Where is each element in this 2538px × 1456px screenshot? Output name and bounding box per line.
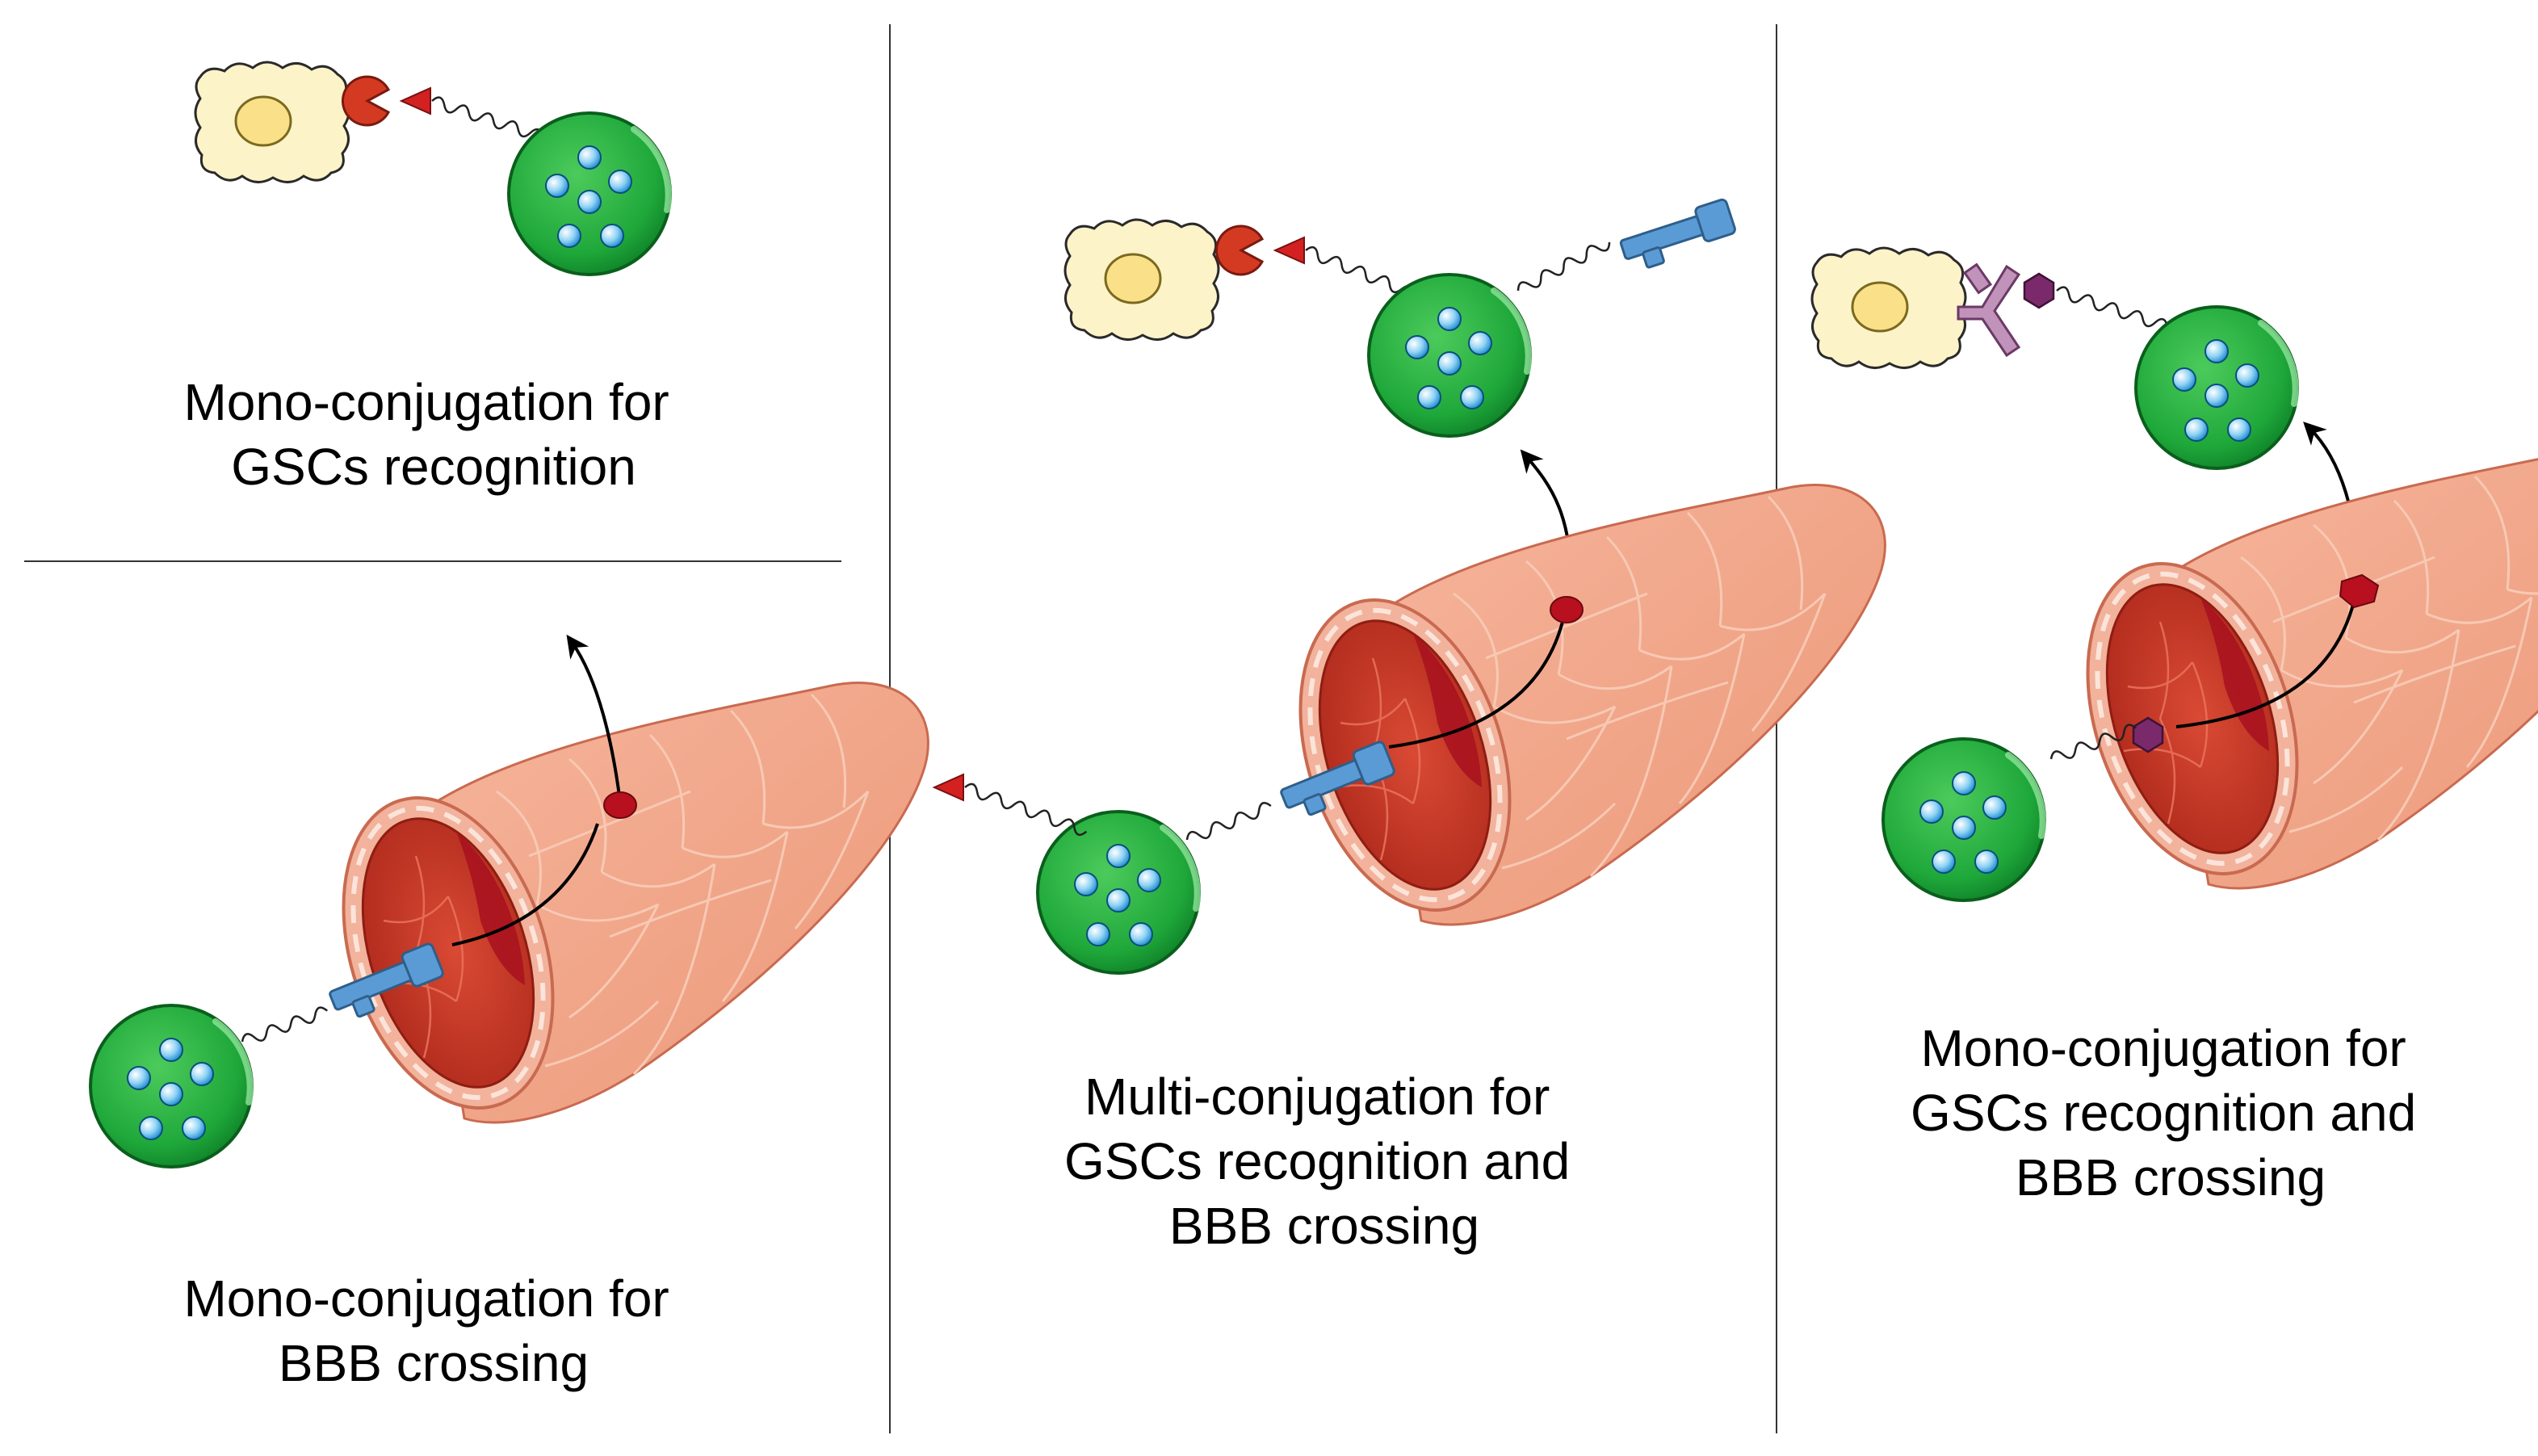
- hexagon-ligand-icon: [2132, 716, 2164, 753]
- caption-middle: Multi-conjugation for GSCs recognition a…: [1064, 1068, 1584, 1255]
- panel-top-left: Mono-conjugation for GSCs recognition: [183, 61, 683, 496]
- blood-vessel-icon: [2051, 449, 2538, 901]
- transcytosis-arrow-icon: [451, 823, 599, 946]
- nanoparticle-icon: [509, 113, 670, 275]
- caption-right: Mono-conjugation for GSCs recognition an…: [1911, 1019, 2431, 1206]
- panel-middle: Multi-conjugation for GSCs recognition a…: [933, 197, 1886, 1255]
- blood-vessel-icon: [307, 683, 929, 1135]
- nanoparticle-icon: [1038, 812, 1199, 973]
- linker-icon: [964, 783, 1088, 837]
- vesicle-icon: [1550, 596, 1584, 623]
- nanoparticle-icon: [1369, 275, 1530, 436]
- nanoparticle-icon: [2136, 307, 2297, 468]
- gsc-cell-icon: [1063, 218, 1220, 342]
- blood-vessel-icon: [1264, 485, 1886, 938]
- panel-bottom-left: Mono-conjugation for BBB crossing: [90, 634, 929, 1392]
- receptor-icon: [1214, 224, 1264, 276]
- transcytosis-arrow-icon: [1388, 621, 1564, 749]
- gsc-cell-icon: [1810, 246, 1967, 370]
- linker-icon: [1517, 241, 1611, 292]
- panel-right: Mono-conjugation for GSCs recognition an…: [1810, 246, 2538, 1206]
- nanoparticle-icon: [1883, 739, 2045, 900]
- linker-icon: [241, 1006, 329, 1043]
- vesicle-icon: [603, 791, 637, 819]
- linker-icon: [2056, 286, 2169, 328]
- linker-icon: [2049, 724, 2137, 760]
- gsc-cell-icon: [194, 61, 350, 184]
- transcytosis-arrow-icon: [2175, 601, 2356, 728]
- ligand-triangle-icon: [401, 87, 431, 115]
- hexagon-ligand-icon: [2023, 272, 2055, 309]
- antibody-receptor-icon: [1957, 262, 2021, 358]
- vesicle-icon: [2339, 573, 2380, 609]
- linker-icon: [1185, 801, 1272, 841]
- receptor-icon: [341, 75, 390, 127]
- nanoparticle-icon: [90, 1005, 252, 1167]
- ligand-triangle-icon: [1274, 237, 1305, 264]
- caption-bottom-left: Mono-conjugation for BBB crossing: [183, 1269, 683, 1392]
- transcytosis-exit-icon: [566, 634, 623, 816]
- caption-top-left: Mono-conjugation for GSCs recognition: [183, 373, 683, 496]
- ligand-triangle-icon: [933, 774, 964, 801]
- key-ligand-icon: [1616, 197, 1739, 275]
